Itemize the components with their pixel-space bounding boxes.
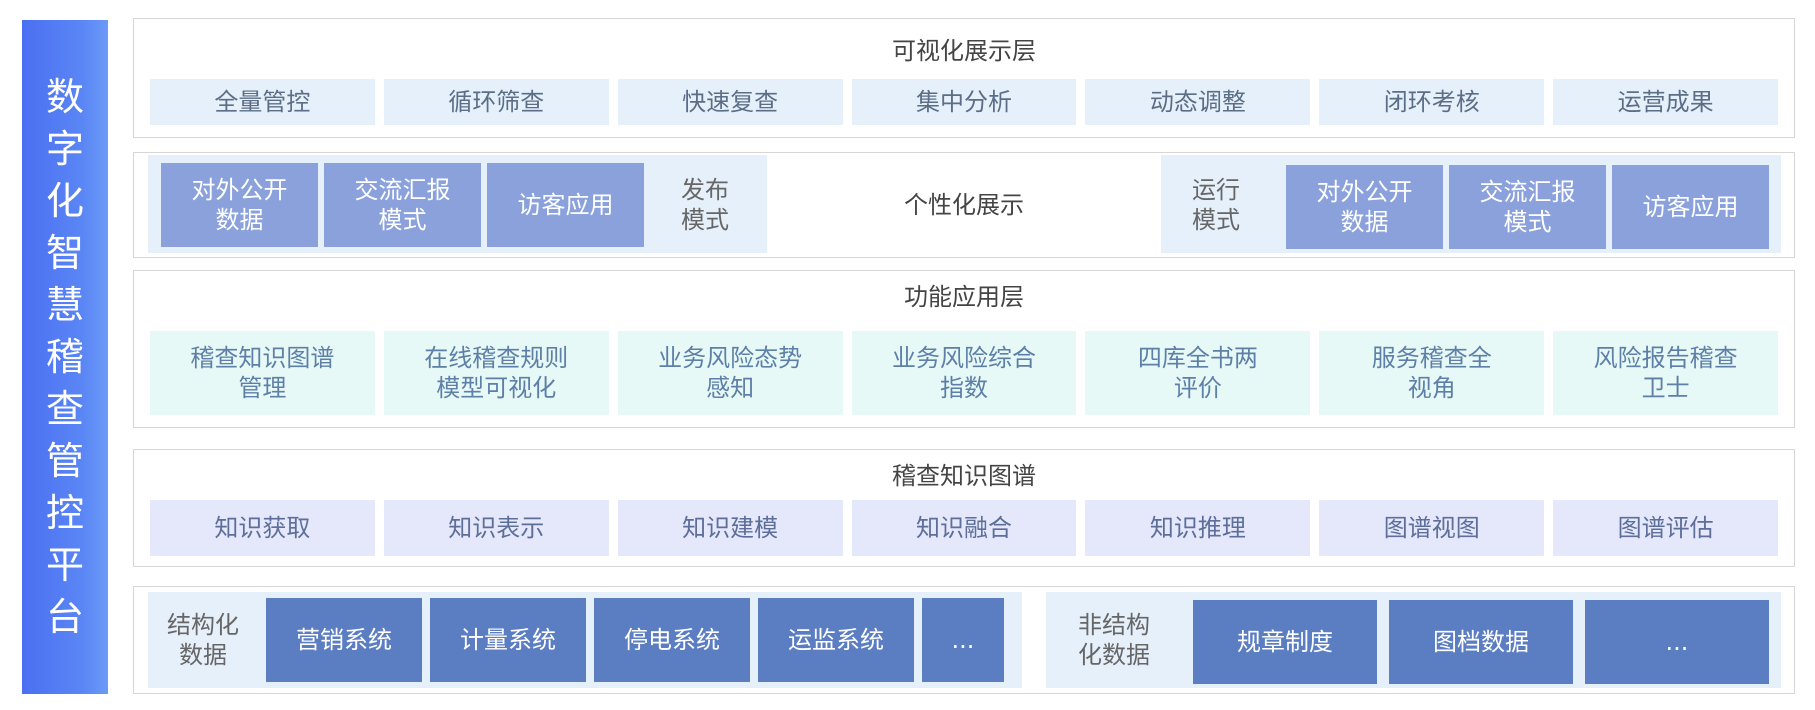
platform-title-char: 化 <box>45 179 84 223</box>
function-item: 风险报告稽查 卫士 <box>1553 331 1779 415</box>
knowledge-graph-item: 知识获取 <box>150 500 375 556</box>
knowledge-graph-item: 知识建模 <box>617 500 843 556</box>
platform-title-char: 数 <box>45 75 84 119</box>
visual-item: 循环筛查 <box>383 79 609 125</box>
structured-data-label: 结构化 数据 <box>167 611 239 669</box>
data-source-item: 营销系统 <box>266 598 422 682</box>
visual-item: 集中分析 <box>851 79 1077 125</box>
run-report-mode-button: 交流汇报 模式 <box>1449 165 1606 249</box>
knowledge-graph-item: 图谱评估 <box>1553 500 1779 556</box>
function-layer-title: 功能应用层 <box>904 283 1024 311</box>
data-source-more: ... <box>922 598 1004 682</box>
knowledge-graph-item: 知识表示 <box>383 500 609 556</box>
knowledge-graph-item: 图谱视图 <box>1319 500 1545 556</box>
publish-mode-label: 发布 模式 <box>681 176 729 234</box>
function-item: 业务风险态势 感知 <box>617 331 843 415</box>
knowledge-graph-layer: 稽查知识图谱 知识获取 知识表示 知识建模 知识融合 知识推理 图谱视图 图谱评… <box>133 449 1795 567</box>
visual-item: 运营成果 <box>1553 79 1779 125</box>
function-item: 四库全书两 评价 <box>1085 331 1311 415</box>
platform-title-char: 查 <box>45 387 84 431</box>
function-item: 在线稽查规则 模型可视化 <box>383 331 609 415</box>
data-layer: 结构化 数据 营销系统 计量系统 停电系统 运监系统 ... 非结构 化数据 规… <box>133 586 1795 694</box>
visual-item: 全量管控 <box>150 79 375 125</box>
unstructured-data-label: 非结构 化数据 <box>1078 611 1150 669</box>
publish-report-mode-button: 交流汇报 模式 <box>324 163 481 247</box>
visual-layer-title: 可视化展示层 <box>892 37 1036 65</box>
display-layer: 对外公开 数据 交流汇报 模式 访客应用 发布 模式 个性化展示 运行 模式 对… <box>133 152 1795 258</box>
function-item: 稽查知识图谱 管理 <box>150 331 375 415</box>
platform-title-char: 慧 <box>45 283 84 327</box>
function-layer: 功能应用层 稽查知识图谱 管理 在线稽查规则 模型可视化 业务风险态势 感知 业… <box>133 270 1795 428</box>
data-source-item: 停电系统 <box>594 598 750 682</box>
personalized-display-label: 个性化展示 <box>904 191 1024 219</box>
platform-title-char: 平 <box>45 543 84 587</box>
platform-title-char: 控 <box>45 491 84 535</box>
data-source-item: 计量系统 <box>430 598 586 682</box>
data-source-item: 规章制度 <box>1193 600 1377 684</box>
knowledge-graph-title: 稽查知识图谱 <box>892 462 1036 490</box>
visual-item: 动态调整 <box>1085 79 1311 125</box>
run-visitor-app-button: 访客应用 <box>1612 165 1769 249</box>
knowledge-graph-item: 知识融合 <box>851 500 1077 556</box>
data-source-more: ... <box>1585 600 1769 684</box>
visual-item: 快速复查 <box>617 79 843 125</box>
function-item: 业务风险综合 指数 <box>851 331 1077 415</box>
run-mode-label: 运行 模式 <box>1192 176 1240 234</box>
publish-visitor-app-button: 访客应用 <box>487 163 644 247</box>
visual-layer: 可视化展示层 全量管控 循环筛查 快速复查 集中分析 动态调整 闭环考核 运营成… <box>133 18 1795 138</box>
platform-title-banner: 数 字 化 智 慧 稽 查 管 控 平 台 <box>22 20 108 694</box>
platform-title-char: 台 <box>45 595 84 639</box>
platform-title-char: 智 <box>45 231 84 275</box>
data-source-item: 图档数据 <box>1389 600 1573 684</box>
data-source-item: 运监系统 <box>758 598 914 682</box>
visual-item: 闭环考核 <box>1319 79 1545 125</box>
knowledge-graph-item: 知识推理 <box>1085 500 1311 556</box>
publish-public-data-button: 对外公开 数据 <box>161 163 318 247</box>
platform-title-char: 字 <box>45 127 84 171</box>
platform-title-char: 稽 <box>45 335 84 379</box>
run-public-data-button: 对外公开 数据 <box>1286 165 1443 249</box>
function-item: 服务稽查全 视角 <box>1319 331 1545 415</box>
platform-title-char: 管 <box>45 439 84 483</box>
